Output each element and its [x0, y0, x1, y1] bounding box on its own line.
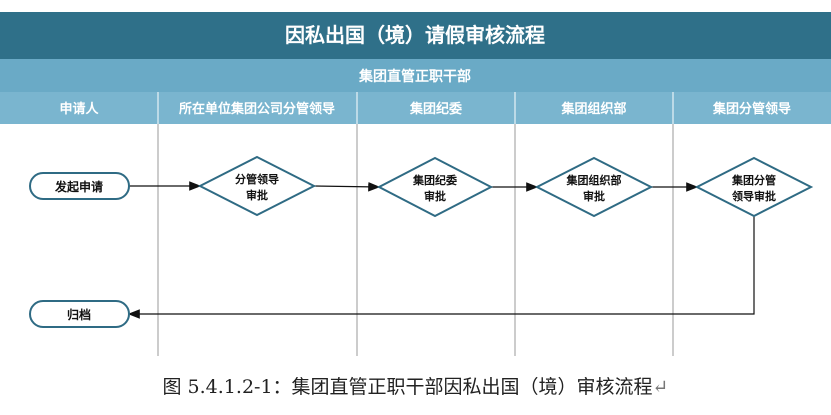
archive-node: [29, 300, 130, 328]
decision-discipline-line2: 审批: [424, 189, 446, 203]
figure-caption-text: 图 5.4.1.2-1：集团直管正职干部因私出国（境）审核流程: [162, 376, 653, 398]
archive-node-label: 归档: [67, 307, 91, 322]
arrow-step4-to-archive: [127, 216, 755, 319]
flowchart-diagram: 因私出国（境）请假审核流程 集团直管正职干部 申请人 所在单位集团公司分管领导 …: [0, 12, 831, 356]
lane-header-applicant: 申请人: [59, 101, 99, 117]
decision-organization-line2: 审批: [583, 189, 605, 203]
title-bar: [0, 12, 831, 59]
decision-organization: [534, 156, 654, 218]
decision-unit-leader: [197, 155, 317, 217]
group-header: [0, 59, 831, 92]
lane-header-bar: [0, 92, 831, 124]
lane-header-group-leader: 集团分管领导: [712, 101, 791, 117]
lane-dividers: [157, 124, 674, 356]
decision-group-leader-line1: 集团分管: [731, 173, 776, 187]
decision-group-leader: [694, 156, 814, 218]
decision-unit-leader-line1: 分管领导: [235, 172, 279, 186]
decision-group-leader-line2: 领导审批: [731, 189, 776, 203]
group-label: 集团直管正职干部: [358, 68, 471, 85]
decision-unit-leader-line2: 审批: [246, 188, 268, 202]
decision-discipline-line1: 集团纪委: [412, 173, 458, 187]
decision-organization-line1: 集团组织部: [566, 173, 622, 187]
figure-caption: 图 5.4.1.2-1：集团直管正职干部因私出国（境）审核流程↵: [0, 372, 831, 399]
arrow-step1-to-step2: [313, 182, 381, 192]
start-node-label: 发起申请: [54, 179, 103, 194]
start-node: [29, 172, 130, 200]
return-mark-icon: ↵: [652, 376, 669, 398]
lane-header-organization: 集团组织部: [560, 101, 626, 117]
decision-discipline: [376, 156, 494, 218]
lane-header-discipline: 集团纪委: [409, 101, 462, 117]
lane-header-unit-leader: 所在单位集团公司分管领导: [179, 101, 335, 117]
diagram-title: 因私出国（境）请假审核流程: [285, 23, 545, 47]
